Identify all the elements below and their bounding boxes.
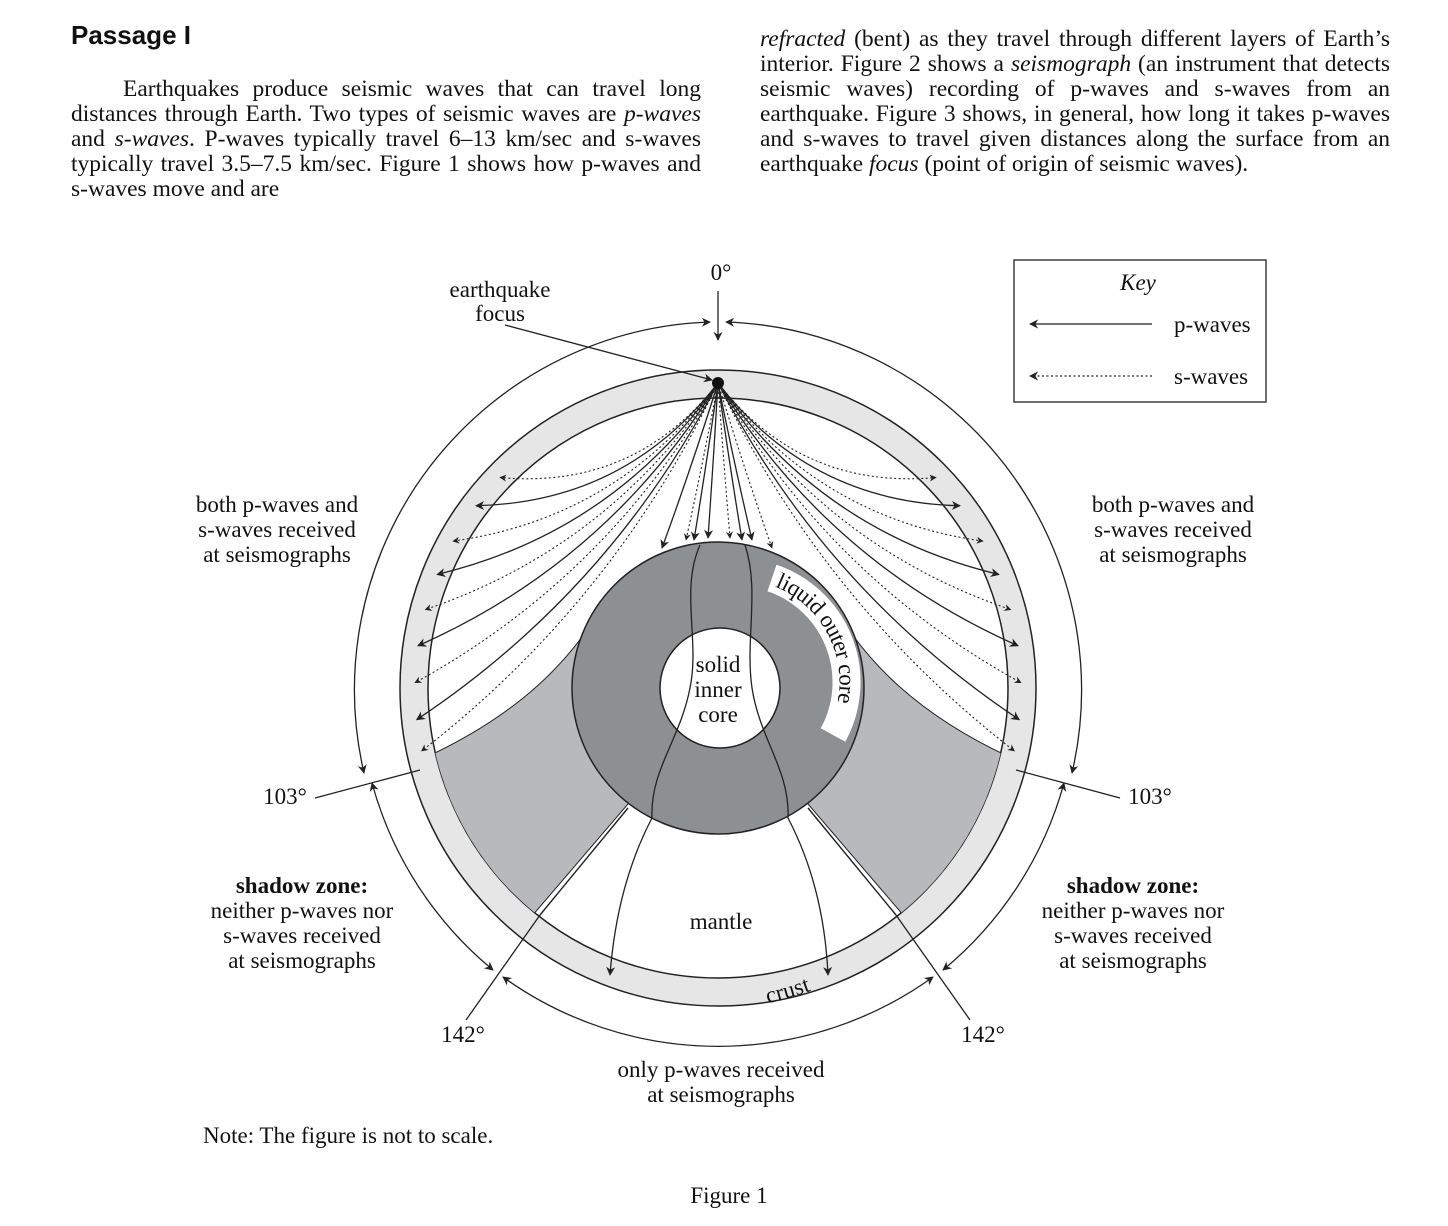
shadow-right-4: at seismographs xyxy=(1059,948,1207,973)
key-p-label: p-waves xyxy=(1174,312,1251,337)
shadow-right-3: s-waves received xyxy=(1054,923,1212,948)
inner-core-3: core xyxy=(698,702,738,727)
shadow-left-1: shadow zone: xyxy=(236,873,368,898)
term-s-waves: s-waves xyxy=(114,126,189,152)
right-received-1: both p-waves and xyxy=(1092,492,1255,517)
text-run: and xyxy=(71,126,115,152)
text-run: (an instrument that detects seismic wave… xyxy=(760,51,1391,177)
text-run: (point of origin of seismic waves). xyxy=(918,151,1249,177)
right-received-2: s-waves received xyxy=(1094,517,1252,542)
term-focus: focus xyxy=(868,151,919,177)
passage-column-left: Earthquakes produce seismic waves that c… xyxy=(71,77,701,202)
legend-key: Key p-waves s-waves xyxy=(1013,259,1267,403)
shadow-left-4: at seismographs xyxy=(228,948,376,973)
right-received-3: at seismographs xyxy=(1099,542,1247,567)
outer-core-label-band xyxy=(767,564,861,742)
bottom-label-2: at seismographs xyxy=(647,1082,795,1107)
focus-label-2: focus xyxy=(475,301,525,326)
deg-142-right: 142° xyxy=(961,1022,1005,1047)
text-run: Earthquakes produce seismic waves that c… xyxy=(71,76,701,127)
text-run: (bent) as they travel through different … xyxy=(760,26,1390,77)
deg-142-left: 142° xyxy=(441,1022,485,1047)
inner-core-1: solid xyxy=(696,652,741,677)
shadow-right-2: neither p-waves nor xyxy=(1042,898,1225,923)
s-wave-ray xyxy=(717,382,733,539)
paragraph-1: Earthquakes produce seismic waves that c… xyxy=(71,77,701,202)
figure-note: Note: The figure is not to scale. xyxy=(203,1123,493,1148)
inner-core-2: inner xyxy=(694,677,742,702)
left-received-3: at seismographs xyxy=(203,542,351,567)
zero-degree-label: 0° xyxy=(711,260,732,285)
mantle-label: mantle xyxy=(690,909,753,934)
degree-lines xyxy=(314,291,1121,1021)
term-p-waves: p-waves xyxy=(623,101,701,127)
left-received-2: s-waves received xyxy=(198,517,356,542)
deg-103-right: 103° xyxy=(1128,784,1172,809)
bottom-label-1: only p-waves received xyxy=(618,1057,825,1082)
earthquake-focus-dot xyxy=(712,377,724,389)
term-seismograph: seismograph xyxy=(1010,51,1132,77)
passage-column-right: refracted (bent) as they travel through … xyxy=(760,27,1390,177)
focus-pointer xyxy=(504,324,713,383)
shadow-left-2: neither p-waves nor xyxy=(211,898,394,923)
deg-103-left: 103° xyxy=(263,784,307,809)
shadow-right-1: shadow zone: xyxy=(1067,873,1199,898)
outer-arcs xyxy=(353,317,1083,1047)
paragraph-1-continued: refracted (bent) as they travel through … xyxy=(760,27,1390,177)
shadow-edge-left-142 xyxy=(539,807,629,916)
figure-caption: Figure 1 xyxy=(690,1183,767,1208)
key-title: Key xyxy=(1119,270,1157,295)
shadow-left-3: s-waves received xyxy=(223,923,381,948)
left-received-1: both p-waves and xyxy=(196,492,359,517)
shadow-edge-right-142 xyxy=(807,807,897,916)
key-s-label: s-waves xyxy=(1174,364,1248,389)
focus-label-1: earthquake xyxy=(450,277,551,302)
text-run: . P-waves typically travel 6–13 km/sec a… xyxy=(71,126,701,202)
term-refracted: refracted xyxy=(760,26,846,52)
passage-title: Passage I xyxy=(71,20,191,50)
